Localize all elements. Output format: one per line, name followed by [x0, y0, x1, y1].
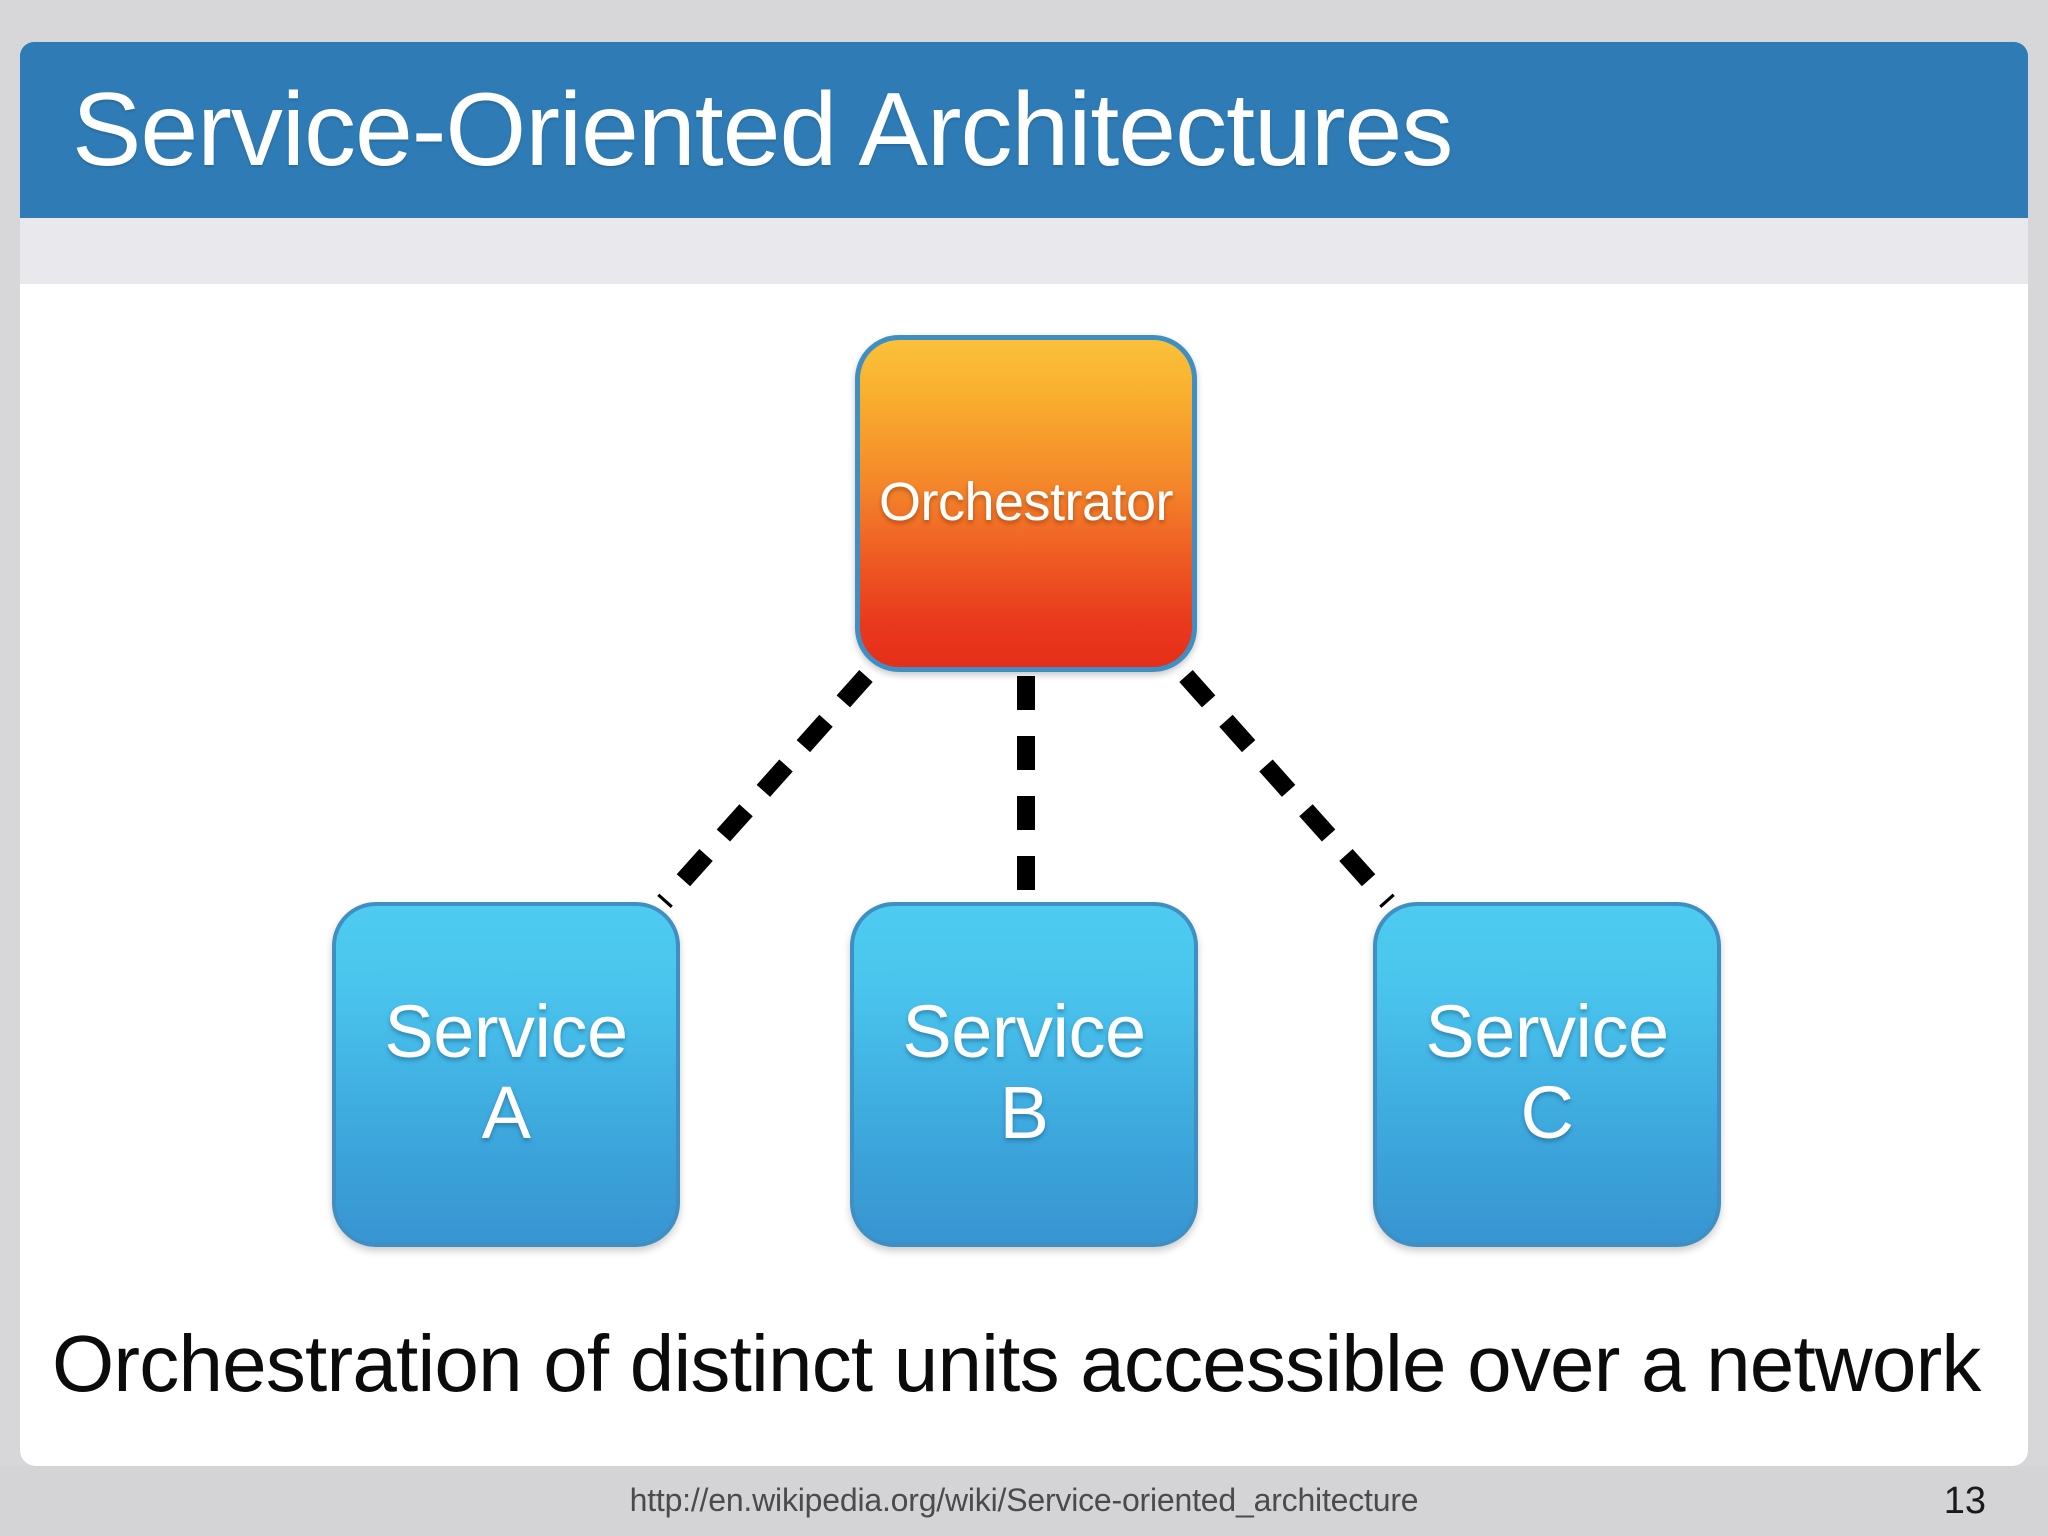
node-orchestrator[interactable]: Orchestrator: [855, 335, 1197, 672]
footer-page-number: 13: [1943, 1480, 1986, 1522]
page-title: Service-Oriented Architectures: [72, 72, 1453, 188]
slide-footer: http://en.wikipedia.org/wiki/Service-ori…: [0, 1466, 2048, 1536]
node-orchestrator-label: Orchestrator: [878, 472, 1174, 532]
node-service-c-label-line1: Service: [1425, 990, 1669, 1073]
node-service-a-label-line2: A: [481, 1071, 531, 1155]
slide-caption: Orchestration of distinct units accessib…: [52, 1319, 1981, 1408]
node-service-a-label-line1: Service: [384, 990, 628, 1073]
node-service-b-label-line1: Service: [902, 990, 1146, 1073]
node-service-c-label-line2: C: [1520, 1071, 1574, 1155]
footer-source-url[interactable]: http://en.wikipedia.org/wiki/Service-ori…: [629, 1482, 1419, 1518]
node-service-c[interactable]: Service C: [1373, 902, 1721, 1247]
slide-title-bar: Service-Oriented Architectures: [20, 42, 2028, 218]
node-service-b-label-line2: B: [999, 1071, 1049, 1155]
node-service-a[interactable]: Service A: [332, 902, 680, 1247]
node-service-b[interactable]: Service B: [850, 902, 1198, 1247]
title-underband: [20, 218, 2028, 284]
